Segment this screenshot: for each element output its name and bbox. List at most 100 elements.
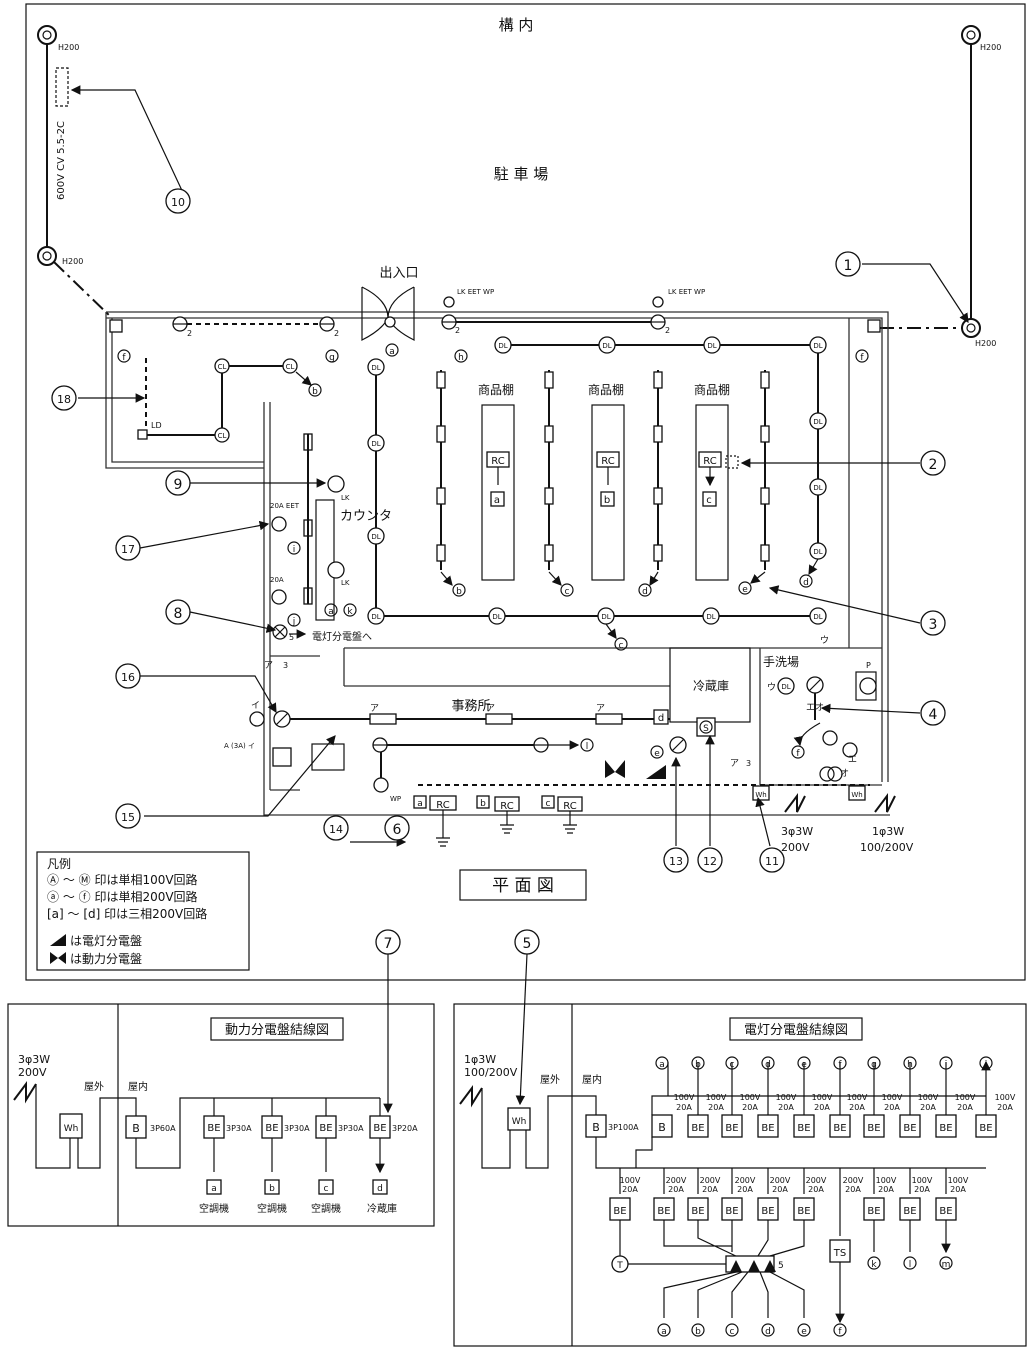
- svg-text:B: B: [658, 1121, 666, 1134]
- svg-text:DL: DL: [707, 342, 716, 350]
- svg-text:凡例: 凡例: [47, 857, 71, 871]
- svg-text:RC: RC: [436, 800, 449, 811]
- svg-text:20A: 20A: [950, 1185, 966, 1194]
- svg-text:20A: 20A: [957, 1103, 973, 1112]
- power-branches: BE BE BE BE 3P30A 3P30A 3P30A 3P20A a b …: [199, 1098, 418, 1215]
- svg-text:5: 5: [523, 936, 532, 952]
- svg-text:100V: 100V: [776, 1093, 797, 1102]
- marker-16: 16: [115, 663, 141, 689]
- cold-room-label: 冷蔵庫: [693, 679, 729, 693]
- svg-text:5: 5: [778, 1261, 784, 1271]
- svg-text:2: 2: [929, 457, 938, 473]
- marker-15: 15: [115, 803, 141, 829]
- svg-text:TS: TS: [833, 1248, 846, 1259]
- pole-left-top: H200: [37, 25, 79, 52]
- svg-text:100V: 100V: [812, 1093, 833, 1102]
- svg-text:RC: RC: [491, 456, 504, 467]
- svg-text:18: 18: [57, 393, 71, 406]
- svg-text:DL: DL: [706, 613, 715, 621]
- svg-text:BE: BE: [725, 1123, 738, 1134]
- svg-text:DL: DL: [813, 418, 822, 426]
- svg-text:j: j: [292, 617, 296, 627]
- svg-text:f: f: [122, 353, 126, 363]
- svg-text:BE: BE: [657, 1206, 670, 1217]
- washroom-label: 手洗場: [763, 655, 799, 669]
- svg-text:ア: ア: [486, 704, 495, 714]
- power-panel-title: 動力分電盤結線図: [225, 1022, 329, 1038]
- svg-text:DL: DL: [492, 613, 501, 621]
- svg-text:f: f: [796, 749, 800, 759]
- svg-text:BE: BE: [373, 1123, 386, 1134]
- svg-text:20A: 20A: [920, 1103, 936, 1112]
- svg-text:DL: DL: [371, 613, 380, 621]
- svg-text:DL: DL: [781, 683, 790, 691]
- svg-text:3P20A: 3P20A: [392, 1124, 418, 1133]
- svg-text:LK EET WP: LK EET WP: [457, 288, 494, 296]
- svg-text:100/200V: 100/200V: [860, 841, 914, 854]
- svg-text:BE: BE: [903, 1206, 916, 1217]
- svg-text:ア: ア: [264, 661, 273, 671]
- svg-text:DL: DL: [498, 342, 507, 350]
- svg-text:200V: 200V: [18, 1066, 47, 1079]
- receptacles-top: 2 2 2 2 LK EET WP LK EET WP f g h f: [109, 288, 881, 363]
- svg-text:100V: 100V: [706, 1093, 727, 1102]
- panels-and-meters: Wh Wh 3φ3W 200V 1φ3W 100/200V a b c RC R…: [413, 760, 914, 854]
- shelves: 商品棚 商品棚 商品棚 RC RC RC a b c: [478, 382, 739, 581]
- svg-text:20A: 20A: [676, 1103, 692, 1112]
- svg-text:BE: BE: [207, 1123, 220, 1134]
- svg-text:BE: BE: [265, 1123, 278, 1134]
- svg-text:17: 17: [121, 543, 135, 556]
- svg-text:100V: 100V: [955, 1093, 976, 1102]
- parking-label: 駐 車 場: [494, 165, 549, 183]
- svg-text:a: a: [389, 347, 395, 357]
- svg-text:m: m: [942, 1260, 951, 1270]
- svg-text:2: 2: [334, 329, 339, 338]
- svg-text:P: P: [866, 661, 871, 670]
- svg-text:RC: RC: [500, 801, 513, 812]
- marker-6: 6: [384, 815, 410, 841]
- svg-text:3P60A: 3P60A: [150, 1124, 176, 1133]
- svg-text:Wh: Wh: [755, 791, 766, 799]
- svg-text:100V: 100V: [847, 1093, 868, 1102]
- svg-text:LD: LD: [151, 421, 162, 430]
- svg-text:WP: WP: [390, 795, 401, 803]
- svg-text:b: b: [269, 1184, 275, 1194]
- svg-text:c: c: [730, 1327, 735, 1337]
- svg-text:A (3A) イ: A (3A) イ: [224, 742, 255, 750]
- svg-text:DL: DL: [813, 548, 822, 556]
- svg-text:20A: 20A: [849, 1103, 865, 1112]
- svg-text:k: k: [871, 1260, 877, 1270]
- svg-text:e: e: [654, 749, 660, 759]
- svg-text:13: 13: [669, 855, 683, 868]
- cl-lights: CL CL CL b LD: [137, 358, 322, 443]
- to-panel-label: 電灯分電盤へ: [312, 630, 372, 643]
- svg-text:b: b: [480, 799, 486, 809]
- svg-text:100V: 100V: [674, 1093, 695, 1102]
- svg-text:20A: 20A: [622, 1185, 638, 1194]
- lighting-panel-title: 電灯分電盤結線図: [744, 1022, 848, 1038]
- svg-text:DL: DL: [813, 342, 822, 350]
- svg-text:20A: 20A: [997, 1103, 1013, 1112]
- counter-label: カウンタ: [340, 509, 392, 524]
- svg-text:B: B: [592, 1121, 600, 1134]
- svg-text:i: i: [945, 1060, 948, 1070]
- svg-text:2: 2: [665, 326, 670, 335]
- entrance-door: 出入口 a: [361, 266, 419, 357]
- svg-text:k: k: [347, 607, 353, 617]
- svg-text:ア: ア: [370, 704, 379, 714]
- svg-text:d: d: [803, 578, 809, 588]
- svg-text:200V: 200V: [843, 1176, 864, 1185]
- svg-text:2: 2: [455, 326, 460, 335]
- svg-text:オ: オ: [840, 768, 849, 779]
- svg-text:20A: 20A: [737, 1185, 753, 1194]
- marker-10: 10: [165, 188, 191, 214]
- svg-text:BE: BE: [797, 1206, 810, 1217]
- svg-text:BE: BE: [867, 1123, 880, 1134]
- svg-text:c: c: [619, 641, 624, 651]
- svg-text:j: j: [984, 1060, 988, 1070]
- marker-7: 7: [375, 929, 401, 955]
- svg-text:3: 3: [929, 617, 938, 633]
- svg-text:DL: DL: [371, 364, 380, 372]
- svg-text:DL: DL: [371, 440, 380, 448]
- power-panel-diagram: 動力分電盤結線図 7 3φ3W 200V 屋外 屋内 Wh B 3P60A BE…: [7, 929, 435, 1227]
